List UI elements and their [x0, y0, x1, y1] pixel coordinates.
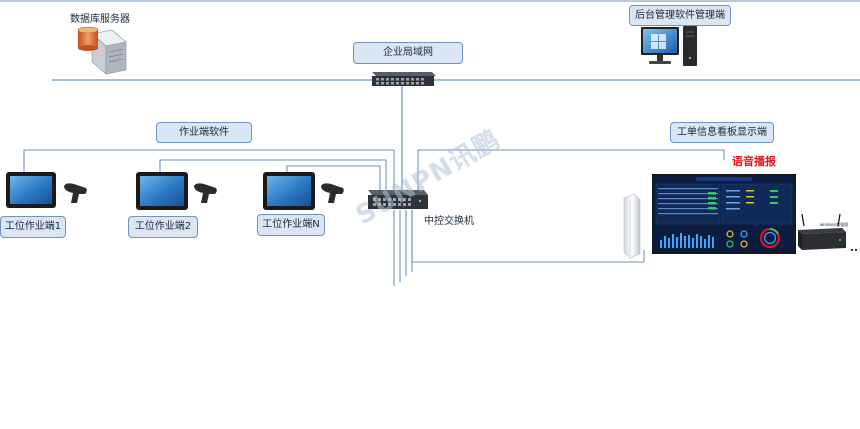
- workstation-n-label: 工位作业端N: [257, 214, 325, 236]
- workstation-links: [23, 149, 725, 263]
- wifi-box-label: wireless加强版: [820, 222, 849, 227]
- database-server-icon: [77, 26, 127, 75]
- lan-label: 企业局域网: [353, 42, 463, 64]
- dashboard-screen-icon: [652, 174, 796, 254]
- workstation-n-scanner-icon: [321, 183, 344, 203]
- workstation-1-tablet-icon: [6, 172, 56, 208]
- workstation-1-label: 工位作业端1: [0, 216, 66, 238]
- wifi-router-icon: [798, 213, 858, 252]
- workstation-2-scanner-icon: [194, 183, 217, 203]
- workstation-2-tablet-icon: [136, 172, 188, 210]
- admin-terminal-label: 后台管理软件管理端: [629, 5, 731, 26]
- voice-broadcast-label: 语音播报: [732, 155, 776, 168]
- central-drop-lines: [393, 210, 413, 286]
- speaker-column-icon: [623, 193, 641, 259]
- db-server-label: 数据库服务器: [70, 14, 130, 25]
- central-switch-icon: [368, 190, 428, 209]
- workstation-2-label: 工位作业端2: [128, 216, 198, 238]
- lan-switch-icon: [372, 72, 436, 86]
- workstation-software-label: 作业端软件: [156, 122, 252, 143]
- board-display-label: 工单信息看板显示端: [670, 122, 774, 143]
- workstation-1-scanner-icon: [64, 183, 87, 203]
- desktop-computer-icon: [641, 26, 697, 66]
- central-switch-label: 中控交换机: [424, 216, 474, 227]
- workstation-n-tablet-icon: [263, 172, 315, 210]
